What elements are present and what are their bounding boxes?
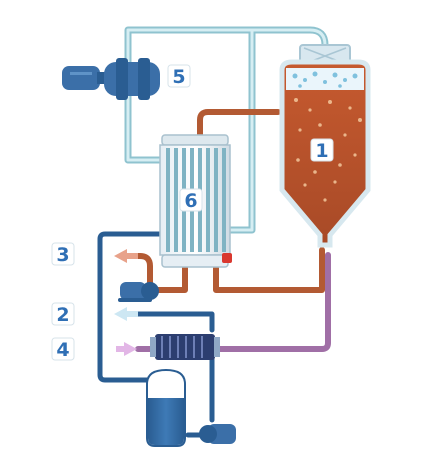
label-vacuum-pump: 5	[167, 64, 191, 88]
svg-text:5: 5	[172, 66, 185, 88]
svg-text:3: 3	[56, 244, 69, 266]
brown-lines	[122, 109, 325, 293]
svg-text:4: 4	[56, 339, 69, 361]
svg-text:2: 2	[56, 304, 69, 326]
label-stream-c: 4	[51, 337, 75, 361]
sight-glass-icon	[222, 253, 232, 263]
label-stream-b: 2	[51, 302, 75, 326]
receiver-tank	[146, 368, 186, 447]
svg-text:6: 6	[184, 190, 197, 212]
vacuum-pump-icon	[62, 58, 160, 100]
circulation-pump-icon	[118, 282, 159, 302]
feed-pump-icon	[199, 424, 236, 444]
condenser-exchanger	[150, 334, 220, 360]
water-lines	[97, 231, 215, 438]
label-stream-a: 3	[51, 242, 75, 266]
svg-text:1: 1	[315, 140, 328, 162]
label-reboiler: 6	[179, 188, 203, 212]
purple-line	[135, 252, 331, 352]
label-vessel: 1	[310, 138, 334, 162]
evaporator-vessel	[279, 44, 371, 248]
flow-arrow-icon	[114, 249, 138, 356]
